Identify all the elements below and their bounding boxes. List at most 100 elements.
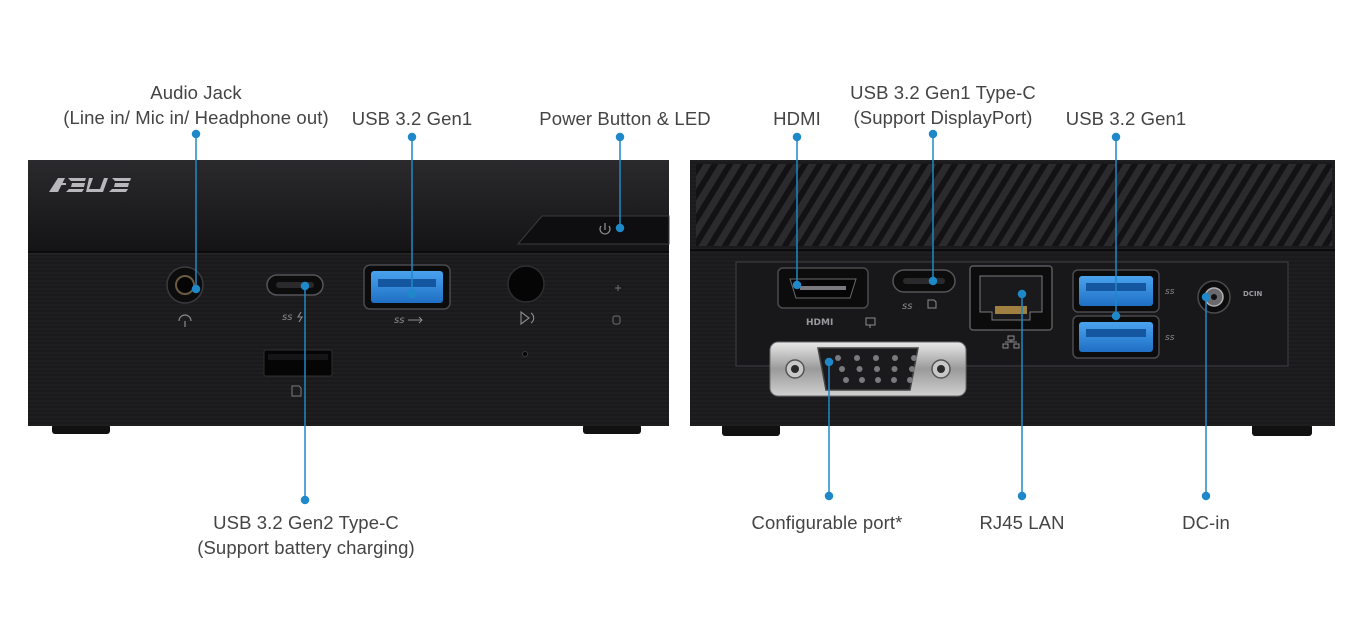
label-dc-in-text: DC-in: [1182, 512, 1230, 533]
label-configurable-port-text: Configurable port*: [751, 512, 903, 533]
ss-marking-usbc-rear: ss: [902, 301, 912, 312]
callout-lines: [191, 129, 1211, 505]
rear-foot-left: [722, 424, 780, 436]
vent-slat: [1268, 164, 1327, 246]
display-icon: [865, 317, 876, 328]
power-button-bar[interactable]: [516, 215, 670, 245]
power-icon: [599, 223, 611, 235]
vent-slat: [1058, 164, 1117, 246]
round-button-front[interactable]: [507, 265, 545, 303]
vga-pin: [873, 355, 879, 361]
vent-slat: [893, 164, 952, 246]
label-audio-jack-title: Audio Jack: [150, 82, 242, 103]
ss-marking-rear-top: ss: [1165, 287, 1175, 297]
vent-slat: [878, 164, 937, 246]
vga-pin: [892, 355, 898, 361]
label-power-button: Power Button & LED: [520, 106, 730, 131]
vent-slat: [758, 164, 817, 246]
vent-slat: [833, 164, 892, 246]
vent-slat: [1073, 164, 1132, 246]
label-usb-c-gen2-detail: (Support battery charging): [197, 537, 415, 558]
vga-pin: [843, 377, 849, 383]
label-dc-in: DC-in: [1160, 510, 1252, 535]
callout-usb-gen1-front: [407, 132, 417, 299]
vent-slat: [953, 164, 1012, 246]
vent-slat: [743, 164, 802, 246]
front-foot-right: [583, 424, 641, 434]
vent-slat: [1103, 164, 1162, 246]
mic-hole: [522, 351, 528, 357]
label-usb-c-gen1-detail: (Support DisplayPort): [853, 107, 1033, 128]
ss-marking-front: ss: [394, 315, 404, 326]
headset-icon: [178, 314, 192, 327]
vent-slat: [1028, 164, 1087, 246]
vent-slat: [983, 164, 1042, 246]
usb-trident-icon-front: [408, 316, 423, 324]
vent-slat: [696, 164, 742, 239]
vga-pin: [874, 366, 880, 372]
label-hdmi-text: HDMI: [773, 108, 821, 129]
led-indicators: [612, 285, 621, 325]
audio-jack[interactable]: [166, 266, 204, 304]
vent-slat: [1345, 160, 1362, 250]
callout-hdmi: [792, 132, 802, 290]
vent-slat: [1238, 164, 1297, 246]
callout-usb-c-gen1: [928, 129, 938, 286]
vent-slat: [1193, 164, 1252, 246]
vent-slat: [1133, 164, 1192, 246]
callout-power-button: [615, 132, 625, 233]
hdmi-port[interactable]: [777, 267, 869, 309]
label-usb-c-gen1: USB 3.2 Gen1 Type-C (Support DisplayPort…: [833, 80, 1053, 130]
label-usb-gen1-rear: USB 3.2 Gen1: [1046, 106, 1206, 131]
label-audio-jack-detail: (Line in/ Mic in/ Headphone out): [63, 107, 329, 128]
rj45-port[interactable]: [969, 265, 1053, 331]
label-configurable-port: Configurable port*: [722, 510, 932, 535]
label-usb-c-gen2: USB 3.2 Gen2 Type-C (Support battery cha…: [175, 510, 437, 560]
vent-slat: [998, 164, 1057, 246]
vent-slat: [908, 164, 967, 246]
label-usb-c-gen2-title: USB 3.2 Gen2 Type-C: [213, 512, 399, 533]
vent-slat: [696, 164, 712, 190]
usb-a-port-front[interactable]: [363, 264, 451, 310]
label-audio-jack: Audio Jack (Line in/ Mic in/ Headphone o…: [28, 80, 364, 130]
usb-a-port-rear-bottom[interactable]: [1072, 315, 1160, 359]
callout-configurable-port: [824, 357, 834, 501]
vga-pin: [891, 377, 897, 383]
vga-pin: [909, 366, 915, 372]
vga-pin: [854, 355, 860, 361]
sd-card-slot[interactable]: [263, 349, 333, 377]
asus-logo: [49, 178, 131, 192]
vent-slat: [968, 164, 1027, 246]
label-rj45-text: RJ45 LAN: [979, 512, 1065, 533]
callout-audio-jack: [191, 129, 201, 294]
vent-slat: [1043, 164, 1102, 246]
voice-icon: [520, 310, 535, 326]
vga-pin: [856, 366, 863, 372]
vent-slat: [1283, 166, 1332, 246]
label-rj45: RJ45 LAN: [962, 510, 1082, 535]
usb-c-port-front[interactable]: [266, 274, 324, 296]
vent-slat: [1013, 164, 1072, 246]
label-usb-c-gen1-title: USB 3.2 Gen1 Type-C: [850, 82, 1036, 103]
vent-grille: [696, 160, 1362, 250]
vent-slat: [1253, 164, 1312, 246]
vent-slat: [1313, 215, 1332, 246]
label-usb-gen1-front-text: USB 3.2 Gen1: [351, 108, 473, 129]
dcin-marking: DCIN: [1243, 290, 1263, 298]
usb-c-port-rear[interactable]: [892, 269, 956, 293]
callout-rj45: [1017, 289, 1027, 501]
vent-slat: [923, 164, 982, 246]
vent-slat: [1118, 164, 1177, 246]
label-power-button-text: Power Button & LED: [539, 108, 711, 129]
network-icon: [1002, 335, 1020, 349]
vent-slat: [1163, 164, 1222, 246]
vent-slat: [1088, 164, 1147, 246]
rear-panel: HDMI ss: [690, 160, 1362, 436]
configurable-port[interactable]: [769, 341, 967, 397]
vga-pin: [907, 377, 913, 383]
ss-charge-marking: ss: [282, 312, 292, 323]
vent-slat: [848, 164, 907, 246]
vent-slat: [713, 164, 772, 246]
vent-slat: [696, 164, 727, 215]
